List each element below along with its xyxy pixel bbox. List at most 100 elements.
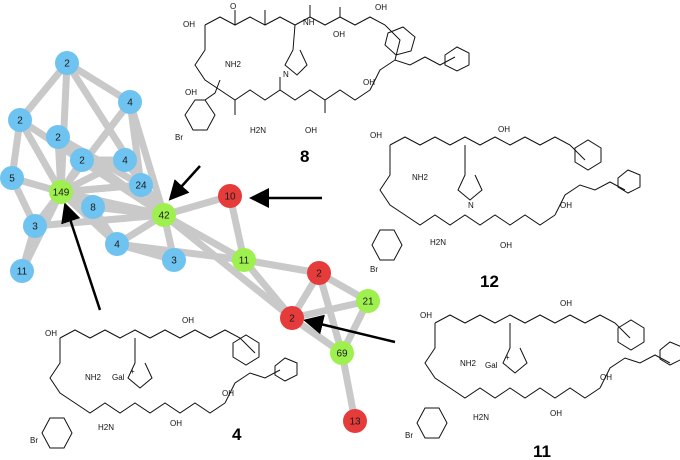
node-circle (81, 195, 105, 219)
atom-label: H2N (473, 413, 489, 422)
node-label: 11 (239, 256, 250, 267)
node-label: 2 (55, 133, 61, 144)
node-label: 4 (127, 98, 133, 109)
node-label: 21 (362, 297, 374, 308)
node-circle (55, 51, 79, 75)
atom-label: OH (560, 201, 572, 210)
node-label: 3 (32, 222, 38, 233)
atom-label: OH (222, 389, 234, 398)
arrow-compound-11 (303, 314, 396, 344)
network-node: 5 (0, 166, 24, 190)
node-circle (343, 409, 367, 433)
node-label: 2 (289, 314, 295, 325)
node-circle (49, 180, 73, 204)
atom-label: OH (305, 126, 317, 135)
compound-11-structure: OH Gal + NH2 OH OH OH H2N Br (405, 299, 680, 440)
network-edge (126, 98, 168, 219)
compound-4-structure: OH Gal + NH2 OH OH OH H2N Br (30, 316, 298, 449)
node-label: 3 (171, 256, 177, 267)
node-label: 2 (316, 269, 322, 280)
atom-label: OH (45, 329, 57, 338)
network-edge (315, 269, 346, 357)
network-node: 2 (280, 306, 304, 330)
node-circle (356, 289, 380, 313)
atom-label: + (130, 367, 135, 376)
atom-label: OH (600, 373, 612, 382)
atom-label: OH (182, 316, 194, 325)
node-label: 69 (336, 349, 348, 360)
node-circle (46, 125, 70, 149)
atom-label: Br (405, 431, 413, 440)
atom-label: H2N (98, 423, 114, 432)
atom-label: OH (185, 88, 197, 97)
network-node: 2 (307, 261, 331, 285)
node-label: 10 (224, 192, 236, 203)
network-edges (8, 59, 372, 425)
node-label: 5 (9, 174, 15, 185)
atom-label: OH (370, 131, 382, 140)
network-node: 3 (23, 214, 47, 238)
compound-8-label: 8 (300, 147, 309, 166)
network-node: 10 (218, 184, 242, 208)
compound-11-label: 11 (533, 442, 551, 460)
atom-label: OH (560, 299, 572, 308)
atom-label: NH (303, 18, 315, 27)
network-node: 2 (46, 125, 70, 149)
network-node: 4 (113, 148, 137, 172)
network-edge (240, 256, 296, 322)
node-circle (10, 259, 34, 283)
node-label: 13 (349, 417, 361, 428)
network-edge (57, 181, 145, 196)
network-node: 8 (81, 195, 105, 219)
atom-label: Br (30, 436, 38, 445)
atom-label: NH2 (225, 60, 242, 69)
atom-label: OH (333, 30, 345, 39)
network-node: 3 (162, 248, 186, 272)
node-label: 2 (79, 156, 85, 167)
node-label: 4 (114, 240, 120, 251)
atom-label: OH (550, 409, 562, 418)
node-label: 11 (17, 267, 28, 278)
node-circle (280, 306, 304, 330)
compound-12-structure: OH NH2 OH N OH H2N OH Br (370, 125, 641, 274)
arrow-compound-4 (61, 202, 102, 311)
node-circle (113, 148, 137, 172)
node-circle (23, 214, 47, 238)
network-edge (240, 256, 323, 277)
arrows (61, 165, 396, 344)
network-node: 42 (152, 203, 176, 227)
node-circle (0, 166, 24, 190)
compound-12-label: 12 (480, 272, 499, 291)
network-node: 4 (105, 232, 129, 256)
network-node: 2 (8, 108, 32, 132)
network-node: 13 (343, 409, 367, 433)
node-circle (307, 261, 331, 285)
network-node: 11 (10, 259, 34, 283)
atom-label: OH (500, 241, 512, 250)
atom-label: OH (363, 78, 375, 87)
network-edge (63, 59, 134, 106)
atom-label: Gal (112, 373, 125, 382)
network-node: 2 (70, 148, 94, 172)
node-circle (218, 184, 242, 208)
arrow-compound-8 (168, 165, 201, 201)
node-label: 2 (64, 59, 70, 70)
atom-label: H2N (430, 238, 446, 247)
network-edge (16, 59, 71, 124)
atom-label: N (468, 201, 474, 210)
node-label: 8 (90, 203, 96, 214)
network-node: 2 (55, 51, 79, 75)
node-circle (70, 148, 94, 172)
network-node: 69 (330, 341, 354, 365)
node-circle (162, 248, 186, 272)
atom-label: OH (170, 419, 182, 428)
atom-label: NH2 (85, 373, 102, 382)
atom-label: Br (370, 265, 378, 274)
network-edge (16, 116, 65, 196)
atom-label: Gal (485, 361, 498, 370)
network-edge (31, 211, 168, 230)
compound-4-label: 4 (232, 425, 242, 444)
node-label: 24 (135, 181, 147, 192)
